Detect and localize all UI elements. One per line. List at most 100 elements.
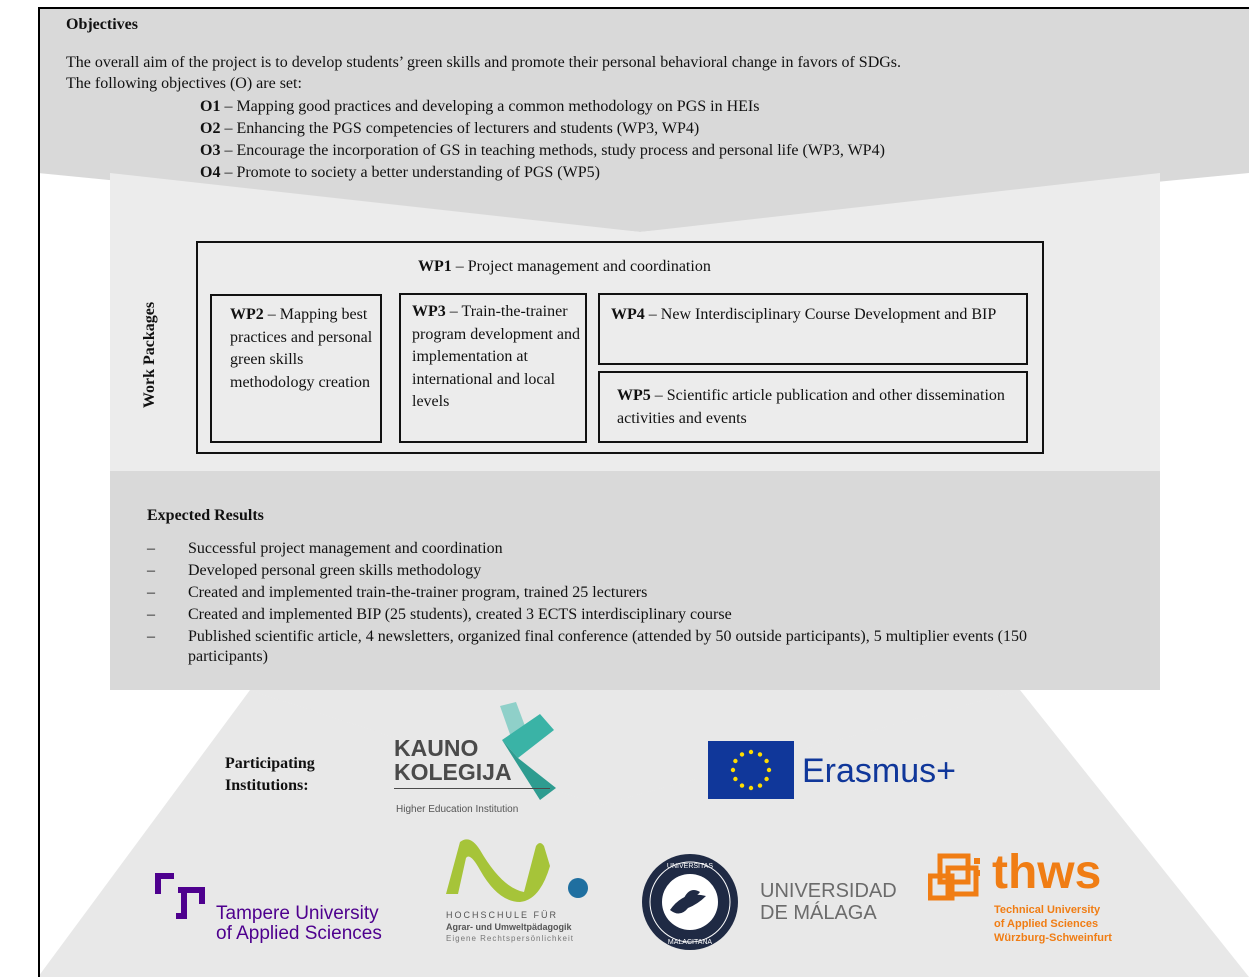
eu-star-icon: [730, 767, 736, 773]
wp4-box: [598, 293, 1028, 365]
wp3-box: [399, 293, 587, 443]
eu-star-icon: [748, 785, 754, 791]
thws-line1: Technical University: [994, 904, 1101, 916]
thws-brand: thws: [992, 846, 1102, 899]
result-text: Created and implemented BIP (25 students…: [188, 606, 732, 623]
wp4-text: – New Interdisciplinary Course Developme…: [644, 306, 997, 323]
eu-star-icon: [733, 776, 738, 782]
result-text: Successful project management and coordi…: [188, 540, 503, 557]
objectives-intro-2: The following objectives (O) are set:: [66, 75, 302, 92]
hochschule-line1: HOCHSCHULE FÜR: [446, 910, 559, 920]
wp3-code: WP3: [412, 303, 446, 320]
wp5-label: WP5 – Scientific article publication and…: [617, 385, 1017, 430]
eu-star-icon: [757, 752, 763, 757]
wp4-code: WP4: [611, 306, 645, 323]
eu-star-icon: [739, 752, 745, 757]
malaga-line1: UNIVERSIDAD: [760, 880, 897, 902]
kauno-kolegija-logo: KAUNO KOLEGIJA Higher Education Institut…: [390, 700, 570, 820]
objective-o3: O3 – Encourage the incorporation of GS i…: [200, 141, 885, 161]
objective-o2-code: O2: [200, 120, 221, 137]
kauno-sub: Higher Education Institution: [396, 804, 519, 815]
wp1-text: – Project management and coordination: [451, 258, 711, 275]
wp1-code: WP1: [418, 258, 452, 275]
thws-logo: thws Technical University of Applied Sci…: [928, 846, 1158, 956]
tampere-mark-icon: [155, 873, 205, 919]
result-item: – Published scientific article, 4 newslet…: [147, 627, 1088, 667]
wp2-box: [210, 294, 382, 443]
eu-star-icon: [739, 783, 745, 788]
objective-o4-text: – Promote to society a better understand…: [220, 164, 600, 181]
objective-o3-text: – Encourage the incorporation of GS in t…: [220, 142, 885, 159]
kauno-line1: KAUNO: [394, 735, 479, 761]
malaga-logo: UNIVERSITAS MALACITANA UNIVERSIDAD DE MÁ…: [640, 852, 900, 952]
result-text: Developed personal green skills methodol…: [188, 562, 482, 579]
wp1-label: WP1 – Project management and coordinatio…: [418, 257, 711, 277]
eu-star-icon: [764, 758, 769, 764]
frame-left-line: [38, 7, 40, 977]
result-text: Published scientific article, 4 newslett…: [188, 628, 1027, 665]
wp2-label: WP2 – Mapping best practices and persona…: [230, 304, 376, 394]
result-dash: –: [147, 584, 155, 601]
result-item: – Developed personal green skills methodo…: [147, 561, 1088, 581]
thws-mark-icon: [928, 853, 980, 901]
eu-flag-icon: [708, 741, 794, 799]
wp5-box: [598, 371, 1028, 443]
result-item: – Created and implemented train-the-train…: [147, 583, 1088, 603]
wp3-text: – Train-the-trainer program development …: [412, 303, 580, 410]
objectives-band: [38, 7, 1249, 232]
malaga-seal-top: UNIVERSITAS: [667, 863, 713, 870]
malaga-seal-bottom: MALACITANA: [668, 939, 713, 946]
objectives-intro-1: The overall aim of the project is to dev…: [66, 54, 902, 71]
eu-star-icon: [757, 783, 763, 788]
objective-o1-text: – Mapping good practices and developing …: [220, 98, 760, 115]
kauno-line2: KOLEGIJA: [394, 759, 512, 785]
tampere-logo: Tampere University of Applied Sciences: [150, 866, 420, 946]
objective-o1: O1 – Mapping good practices and developi…: [200, 97, 759, 117]
wp5-code: WP5: [617, 387, 651, 404]
wp3-label: WP3 – Train-the-trainer program developm…: [412, 301, 584, 414]
eu-star-icon: [766, 767, 772, 773]
eu-star-icon: [748, 749, 754, 755]
objective-o2-text: – Enhancing the PGS competencies of lect…: [220, 120, 700, 137]
result-text: Created and implemented train-the-traine…: [188, 584, 648, 601]
result-dash: –: [147, 562, 155, 579]
result-item: – Created and implemented BIP (25 student…: [147, 605, 1088, 625]
malaga-line2: DE MÁLAGA: [760, 902, 877, 924]
objective-o4: O4 – Promote to society a better underst…: [200, 163, 600, 183]
thws-line3: Würzburg-Schweinfurt: [994, 932, 1112, 944]
result-dash: –: [147, 540, 155, 557]
wp5-text: – Scientific article publication and oth…: [617, 387, 1005, 427]
hochschule-line3: Eigene Rechtspersönlichkeit: [446, 934, 574, 943]
objective-o3-code: O3: [200, 142, 221, 159]
wp4-label: WP4 – New Interdisciplinary Course Devel…: [611, 304, 1016, 327]
results-list: – Successful project management and coord…: [147, 539, 1088, 667]
result-dash: –: [147, 628, 155, 645]
objective-o1-code: O1: [200, 98, 221, 115]
tampere-line2: of Applied Sciences: [216, 923, 382, 944]
hochschule-logo: HOCHSCHULE FÜR Agrar- und Umweltpädagogi…: [440, 836, 600, 946]
erasmus-logo: Erasmus+: [708, 741, 998, 799]
hochschule-line2: Agrar- und Umweltpädagogik: [446, 922, 572, 932]
work-packages-side-label: Work Packages: [141, 301, 158, 409]
results-heading: Expected Results: [147, 507, 264, 524]
institutions-lower-band: [38, 690, 1249, 977]
result-dash: –: [147, 606, 155, 623]
institutions-upper-band: [250, 690, 1020, 805]
objective-o2: O2 – Enhancing the PGS competencies of l…: [200, 119, 699, 139]
tampere-line1: Tampere University: [216, 903, 379, 924]
work-packages-band: [110, 173, 1160, 471]
objective-o4-code: O4: [200, 164, 221, 181]
frame-top-line: [38, 7, 1249, 9]
result-item: – Successful project management and coord…: [147, 539, 1088, 559]
malaga-seal-icon: UNIVERSITAS MALACITANA: [642, 854, 738, 950]
hochschule-wave-mark: [446, 839, 588, 902]
kauno-divider: [394, 788, 550, 789]
thws-line2: of Applied Sciences: [994, 918, 1099, 930]
wp2-text: – Mapping best practices and personal gr…: [230, 306, 373, 391]
kauno-k-mark: [500, 702, 556, 800]
erasmus-text: Erasmus+: [802, 752, 956, 790]
institutions-heading-1: Participating: [225, 755, 315, 772]
wp2-code: WP2: [230, 306, 264, 323]
